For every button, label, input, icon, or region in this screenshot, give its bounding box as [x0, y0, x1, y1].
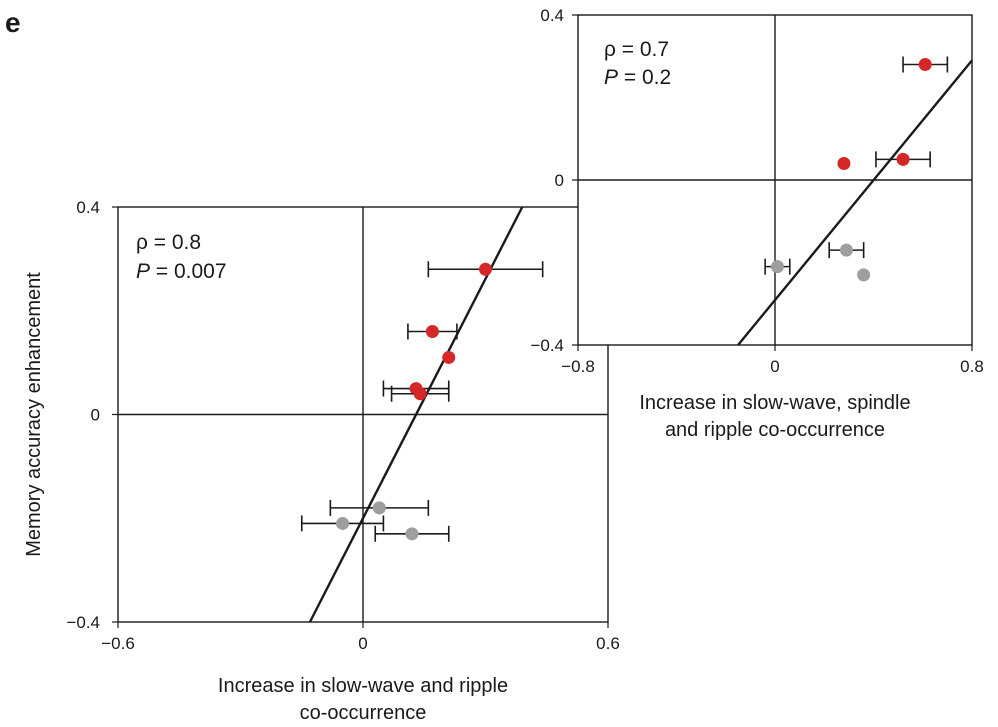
panel-label: e — [5, 7, 21, 38]
inset-regression-line — [737, 59, 973, 346]
inset-data-point — [770, 260, 784, 274]
inset-x-tick-label: 0 — [770, 357, 779, 376]
inset-rho-stat: ρ = 0.7 — [604, 38, 669, 61]
main-data-point — [372, 501, 386, 515]
main-x-tick-label: 0.6 — [596, 634, 620, 653]
inset-data-point — [857, 268, 871, 282]
main-data-point — [405, 527, 419, 541]
main-regression-line — [308, 206, 524, 623]
main-rho-stat: ρ = 0.8 — [136, 231, 201, 254]
main-p-symbol: P — [136, 260, 150, 283]
main-data-point — [336, 516, 350, 530]
main-data-point — [442, 350, 456, 364]
main-x-tick-label: −0.6 — [101, 634, 135, 653]
inset-p-symbol: P — [604, 66, 618, 89]
main-data-point — [479, 262, 492, 276]
main-y-axis-label: Memory accuracy enhancement — [23, 272, 45, 557]
inset-p-value-stat: P = 0.2 — [604, 66, 671, 89]
main-x-axis-label: co-occurrence — [300, 702, 427, 724]
inset-x-axis-label: and ripple co-occurrence — [665, 419, 885, 441]
inset-data-point — [918, 58, 932, 71]
inset-data-point — [837, 157, 851, 170]
inset-y-tick-label: 0.4 — [540, 6, 564, 25]
inset-x-tick-label: 0.8 — [960, 357, 984, 376]
inset-x-tick-label: −0.8 — [561, 357, 595, 376]
main-y-tick-label: 0 — [91, 406, 100, 425]
inset-y-tick-label: 0 — [555, 171, 564, 190]
main-p-value: = 0.007 — [150, 260, 226, 283]
main-data-point — [413, 387, 427, 401]
inset-x-axis-label: Increase in slow-wave, spindle — [639, 392, 910, 414]
main-y-tick-label: −0.4 — [66, 613, 100, 632]
inset-p-value: = 0.2 — [618, 66, 671, 89]
inset-y-tick-label: −0.4 — [530, 336, 564, 355]
main-x-tick-label: 0 — [358, 634, 367, 653]
main-y-tick-label: 0.4 — [76, 198, 100, 217]
inset-data-point — [839, 243, 853, 257]
inset-data-point — [896, 152, 910, 166]
main-data-point — [425, 325, 439, 338]
main-x-axis-label: Increase in slow-wave and ripple — [218, 675, 508, 697]
main-p-value-stat: P = 0.007 — [136, 260, 227, 283]
